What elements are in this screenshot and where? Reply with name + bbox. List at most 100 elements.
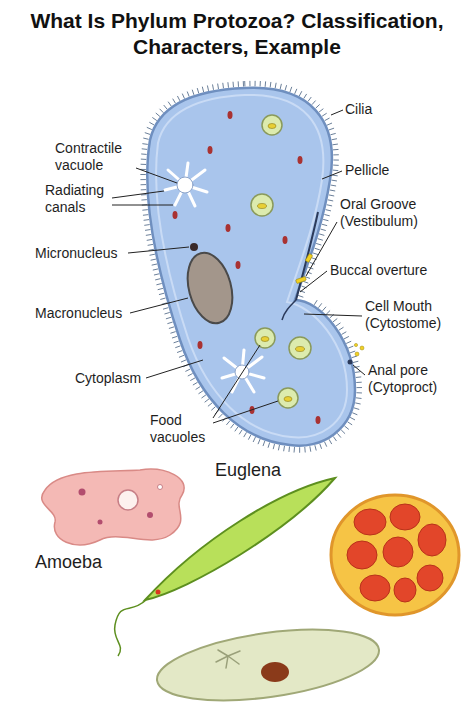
cilium [141,184,146,185]
cilium [356,392,361,393]
part-label: Buccal overture [330,262,427,279]
leader-lines-part [353,365,365,375]
cilium [332,180,337,182]
amoeba-part [147,512,153,518]
cilium [144,224,149,226]
cilium [309,446,311,451]
cilium [316,243,321,245]
cilium [177,96,180,101]
cilium [341,430,345,434]
leader-lines-part [331,110,343,115]
granules-part [283,236,288,244]
cilium [320,229,325,231]
cilium [318,303,321,307]
cilium [243,81,244,86]
cilium [354,408,359,410]
cilium [299,91,302,96]
cilium [315,248,320,250]
cilium [352,356,357,358]
part-label: Oral Groove (Vestibulum) [340,196,450,230]
cilium [181,360,186,362]
cilium [316,104,320,108]
cilium [352,413,357,415]
granules-part [208,146,213,154]
cilium [249,81,250,86]
cilium [175,346,180,348]
contractile-vacuole-part [177,177,193,193]
cilium [348,422,353,425]
leader-lines-part [304,314,362,316]
part-label: Macronucleus [35,305,122,322]
cilium [278,445,279,450]
cilium [313,253,318,255]
cilium [164,105,167,109]
title-holder: What Is Phylum Protozoa? Classification,… [5,8,469,60]
food-vacuoles-part [255,328,275,348]
leader-lines-part [136,168,177,183]
cilium [350,351,355,353]
cilium [294,447,295,452]
cilium [141,159,146,160]
granules-part [198,341,203,349]
cilium [303,281,308,283]
euglena-part [156,590,161,595]
cilium [333,170,338,172]
cilium [146,234,151,236]
cilium [164,312,169,314]
cilium [159,293,164,294]
cilium [205,399,209,402]
cilium [273,444,274,449]
part-label: Micronucleus [35,245,117,262]
waste-dots-part [360,346,364,350]
amoeba-part [79,489,86,496]
leader-lines [112,110,365,423]
cilium [330,133,335,134]
cilium [192,90,194,95]
cilium [141,199,146,200]
cilium [329,128,334,130]
cilium [356,376,361,378]
bottom-cell-part-part [228,656,239,664]
euglena-body [145,478,335,600]
gullet [282,300,296,320]
leader-lines-part [213,345,260,418]
cilium [314,300,317,305]
page-title: What Is Phylum Protozoa? Classification,… [5,8,469,60]
food-particles-part [296,347,305,352]
cilium [345,426,349,429]
cilium [327,123,332,125]
food-vacuoles-part [262,115,282,135]
cilium [152,264,157,265]
label-holder: Micronucleus [35,245,117,262]
cilium [255,81,256,86]
label-holder: Pellicle [345,162,389,179]
cilium [197,88,199,93]
bottom-cell-part [216,650,240,668]
part-label: Cytoplasm [75,370,141,387]
label-holder: Macronucleus [35,305,122,322]
food-particles-part [284,397,292,402]
waste-dots-part [355,352,359,356]
cilium [253,437,255,442]
cilium [339,327,344,330]
cilium [348,346,353,348]
cilium [141,164,146,165]
amoeba-part [118,490,138,510]
cilium [208,403,212,407]
cilium [188,373,193,376]
cilium [319,109,323,112]
cilium [333,149,338,150]
granules-part [228,111,233,119]
cilium [356,397,361,399]
cilium [160,298,165,299]
label-holder: Cytoplasm [75,370,141,387]
cilium [350,417,355,420]
cilium [356,382,361,383]
cilium [270,82,272,87]
cilium [167,322,172,324]
food-particles [258,124,305,402]
leader-lines-part [130,298,188,313]
leader-lines-part [146,360,203,378]
cilium [148,244,153,245]
cilium [342,332,347,335]
